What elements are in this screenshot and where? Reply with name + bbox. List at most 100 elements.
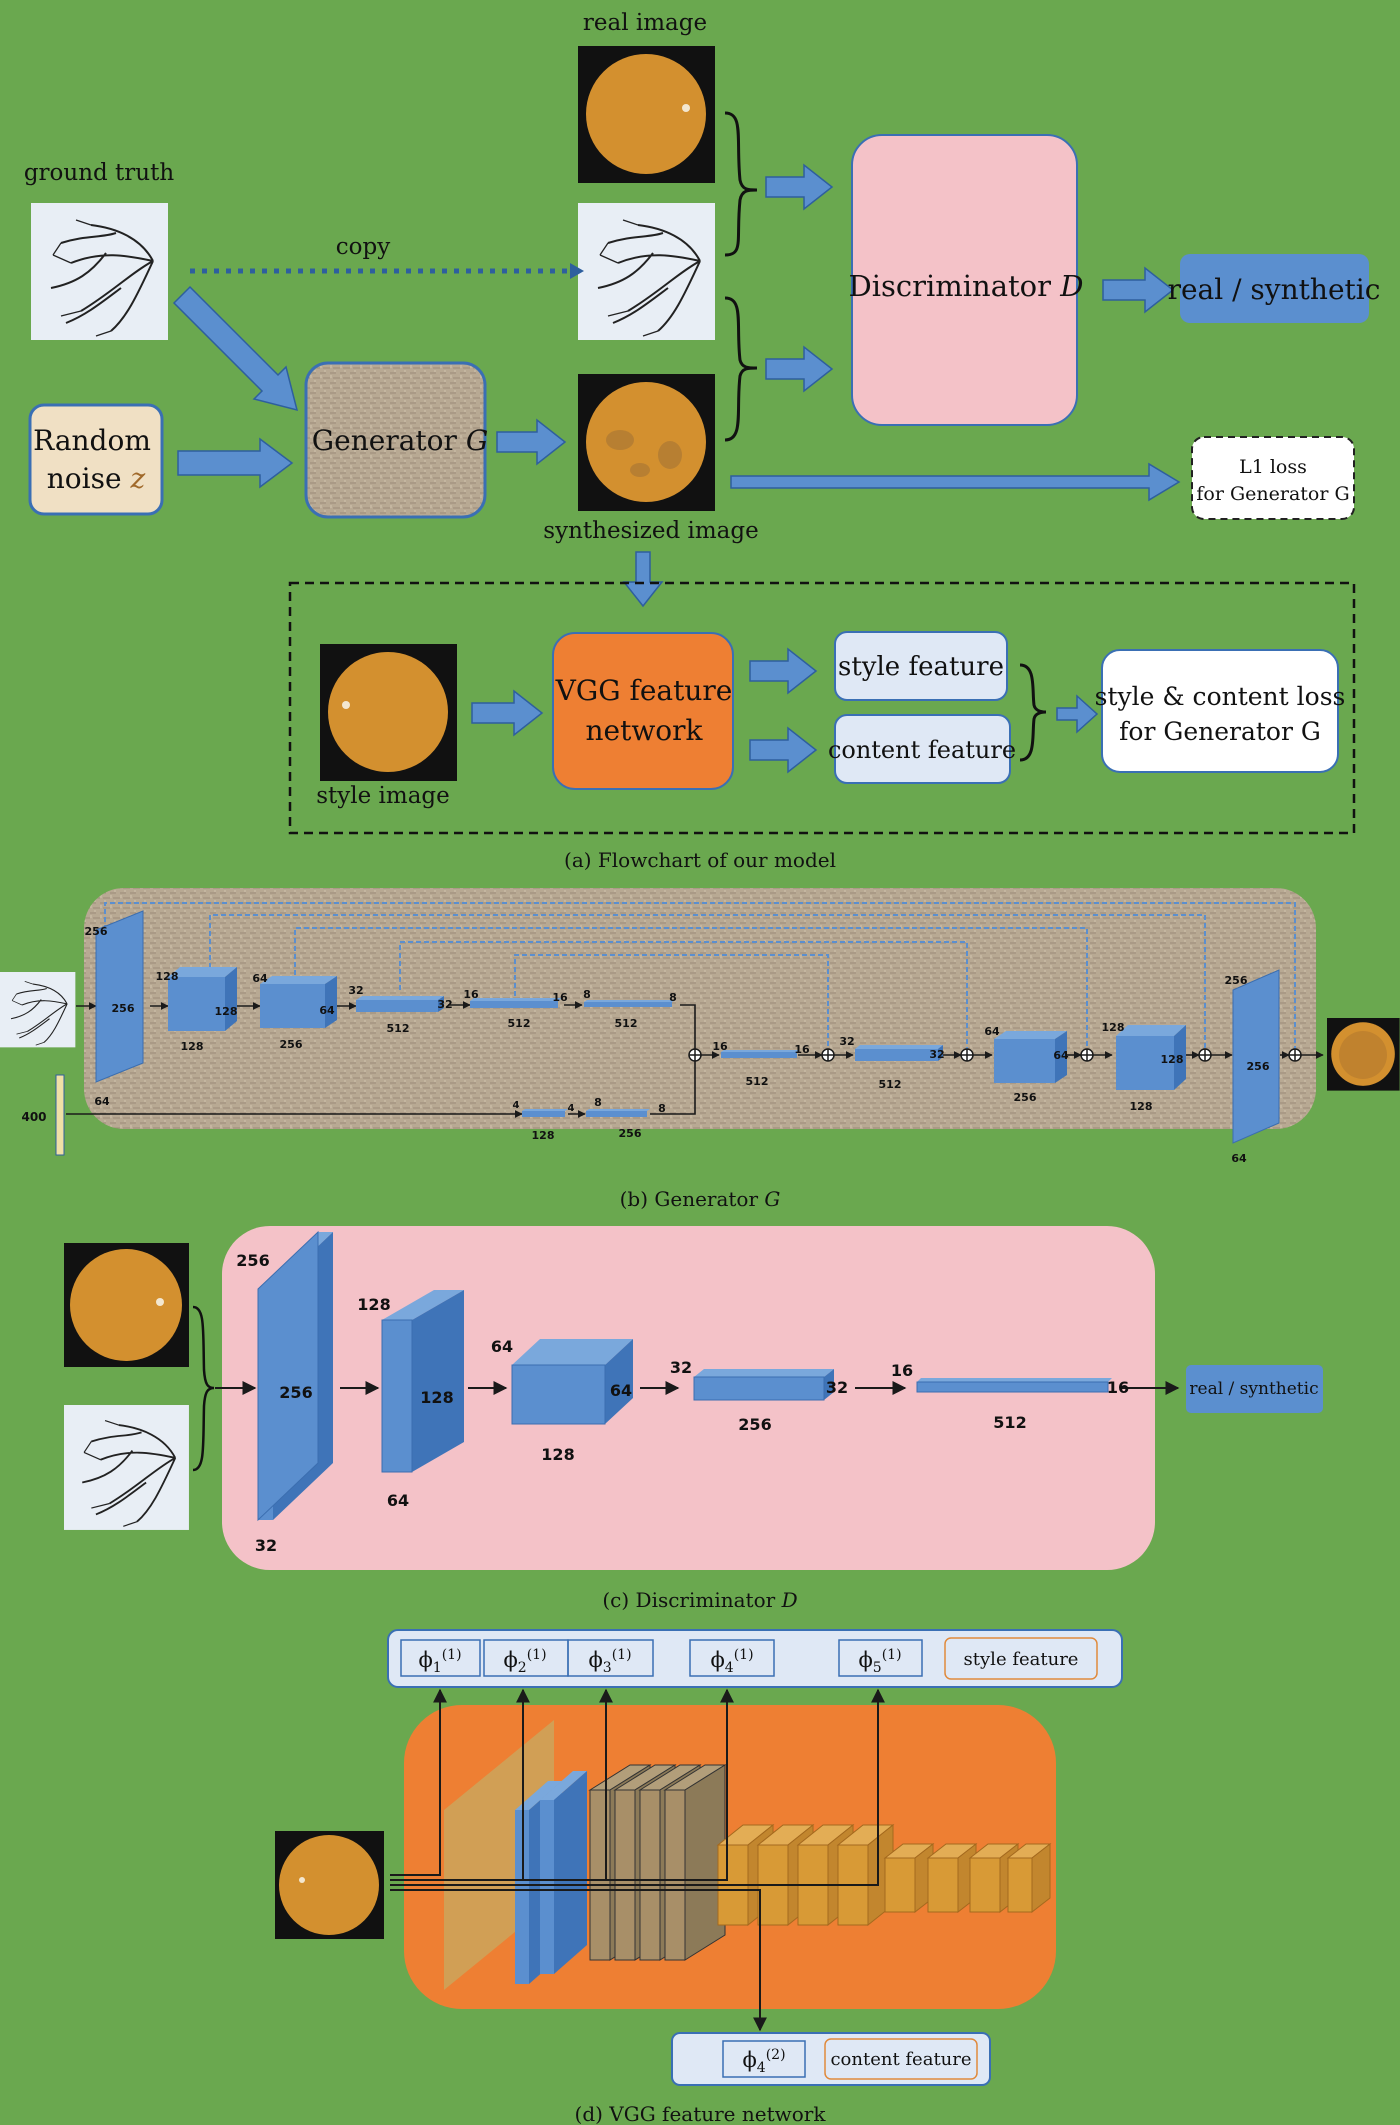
svg-text:256: 256 (1247, 1060, 1270, 1073)
svg-text:16: 16 (552, 991, 568, 1004)
caption-d: (d) VGG feature network (575, 2102, 827, 2125)
svg-text:4: 4 (513, 1100, 520, 1111)
svg-text:256: 256 (112, 1002, 135, 1015)
discriminator-layer-5: 16 16 512 (891, 1361, 1129, 1432)
svg-text:32: 32 (929, 1048, 944, 1061)
svg-text:16: 16 (1107, 1378, 1129, 1397)
generator-encoder-layer-3: 64 64 256 (252, 972, 337, 1051)
generator-encoder-layer-2: 128 128 128 (156, 967, 238, 1053)
real-pair-arrow (765, 163, 834, 211)
svg-text:32: 32 (826, 1378, 848, 1397)
svg-text:64: 64 (319, 1004, 335, 1017)
generator-encoder-layer-4: 32 32 512 (348, 984, 452, 1035)
style-feature-bar (387, 1629, 1123, 1688)
generator-decoder-layer-5: 256 256 64 (1225, 969, 1280, 1165)
svg-text:Random: Random (33, 424, 151, 457)
real-synthetic-output-box: real / synthetic (1168, 254, 1381, 323)
svg-text:16: 16 (794, 1043, 810, 1056)
discriminator-layer-1: 256 256 32 (236, 1230, 333, 1555)
svg-text:128: 128 (1130, 1100, 1153, 1113)
svg-text:64: 64 (252, 972, 268, 985)
discriminator-box: Discriminator D (849, 134, 1084, 426)
svg-text:64: 64 (1053, 1049, 1069, 1062)
features-to-loss-arrow (1056, 694, 1099, 734)
svg-text:64: 64 (94, 1095, 110, 1108)
svg-text:style & content loss: style & content loss (1095, 682, 1346, 711)
svg-text:256: 256 (1014, 1091, 1037, 1104)
svg-text:real / synthetic: real / synthetic (1168, 273, 1381, 306)
caption-b: (b) Generator G (620, 1187, 781, 1211)
generator-output-thumbnail (1327, 1018, 1400, 1091)
svg-text:8: 8 (658, 1102, 666, 1115)
svg-text:4: 4 (568, 1103, 575, 1114)
generator-noise-input-bar: 400 (21, 1074, 65, 1156)
style-image-thumbnail (320, 644, 457, 781)
generator-network-panel: 400 256 256 64 128 128 128 64 64 256 (0, 888, 1400, 1211)
ground-truth-thumbnail (30, 202, 169, 341)
svg-text:128: 128 (532, 1129, 555, 1142)
generator-to-synthesized-arrow (496, 418, 567, 466)
content-feature-box: content feature (828, 714, 1016, 784)
l1-arrow (730, 462, 1181, 502)
style-image-label: style image (316, 783, 450, 809)
svg-text:32: 32 (348, 984, 363, 997)
ground-truth-to-generator-arrow (172, 285, 299, 412)
svg-text:network: network (585, 714, 703, 747)
generator-input-vessel-thumbnail (0, 971, 76, 1048)
svg-text:128: 128 (156, 970, 179, 983)
discriminator-real-input-thumbnail (64, 1243, 189, 1367)
svg-text:VGG feature: VGG feature (555, 674, 733, 707)
flowchart-panel: real image synthesized image ground trut… (24, 10, 1381, 872)
generator-box: Generator G (304, 361, 488, 519)
svg-text:128: 128 (420, 1388, 453, 1407)
generator-encoder-layer-6: 8 8 512 (583, 988, 677, 1030)
svg-text:256: 256 (738, 1415, 771, 1434)
svg-text:64: 64 (610, 1381, 632, 1400)
random-noise-box: Random noise z (28, 403, 164, 516)
svg-text:32: 32 (839, 1035, 854, 1048)
svg-text:for Generator G: for Generator G (1196, 483, 1349, 505)
copied-ground-truth-thumbnail (577, 202, 716, 341)
svg-text:8: 8 (594, 1096, 602, 1109)
real-image-label: real image (583, 10, 707, 36)
svg-text:L1 loss: L1 loss (1239, 456, 1307, 478)
to-vgg-block-arrow (622, 551, 664, 608)
perceptual-loss-block (288, 581, 1356, 835)
svg-text:32: 32 (437, 998, 452, 1011)
svg-text:content feature: content feature (828, 736, 1016, 764)
svg-text:64: 64 (984, 1025, 1000, 1038)
svg-text:256: 256 (85, 925, 108, 938)
svg-text:400: 400 (21, 1110, 46, 1124)
generator-encoder-layer-1: 256 256 64 (85, 910, 144, 1108)
svg-text:256: 256 (1225, 974, 1248, 987)
svg-text:128: 128 (215, 1005, 238, 1018)
discriminator-output-arrow (1102, 266, 1175, 314)
vgg-feature-network-box: VGG feature network (552, 632, 734, 790)
discriminator-layer-2: 128 128 64 (357, 1290, 464, 1510)
vgg-content-feature-label: content feature (824, 2038, 978, 2080)
svg-text:64: 64 (491, 1337, 513, 1356)
generator-noise-layer-1: 4 4 128 (513, 1100, 575, 1142)
svg-text:512: 512 (746, 1075, 769, 1088)
svg-text:8: 8 (669, 991, 677, 1004)
svg-text:256: 256 (280, 1038, 303, 1051)
synth-pair-brace (724, 296, 758, 442)
caption-a: (a) Flowchart of our model (564, 848, 836, 872)
big-arrows (172, 163, 1181, 774)
generator-decoder-layer-3: 64 64 256 (984, 1025, 1069, 1104)
svg-text:8: 8 (583, 988, 591, 1001)
svg-text:for Generator G: for Generator G (1119, 717, 1321, 746)
vgg-input-thumbnail (275, 1831, 384, 1939)
ground-truth-label: ground truth (24, 160, 175, 186)
generator-concat-nodes (688, 1048, 1302, 1062)
svg-text:512: 512 (387, 1022, 410, 1035)
style-content-loss-box: style & content loss for Generator G (1095, 649, 1346, 773)
svg-text:32: 32 (255, 1536, 277, 1555)
vgg-style-feature-label: style feature (944, 1637, 1098, 1680)
svg-text:Generator G: Generator G (312, 424, 488, 457)
svg-text:16: 16 (891, 1361, 913, 1380)
discriminator-vessel-input-thumbnail (63, 1404, 190, 1531)
svg-text:real / synthetic: real / synthetic (1189, 1379, 1318, 1399)
discriminator-layer-3: 64 64 128 (491, 1337, 633, 1464)
